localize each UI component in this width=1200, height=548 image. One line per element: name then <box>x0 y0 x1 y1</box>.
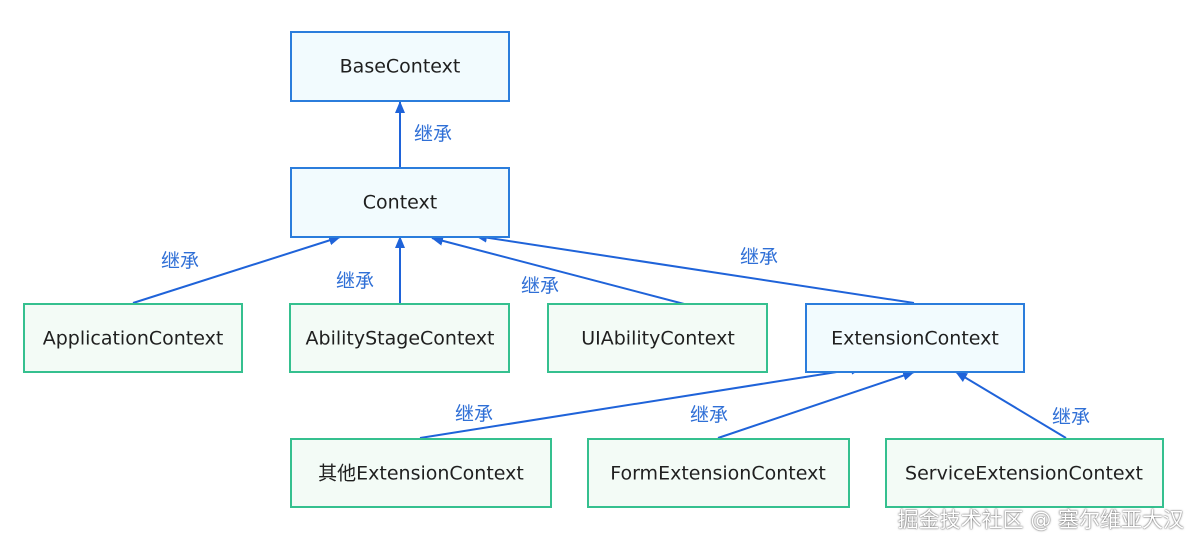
edge-uiability-to-context <box>431 235 689 306</box>
edge-label-service-extension: 继承 <box>1052 406 1090 428</box>
edge-label-extension-context: 继承 <box>740 246 778 268</box>
edge-label-uiability-context: 继承 <box>521 275 559 297</box>
edge-label-other-extension: 继承 <box>455 403 493 425</box>
node-serviceextensioncontext-label: ServiceExtensionContext <box>905 463 1143 485</box>
node-context-label: Context <box>363 192 437 214</box>
edge-service-to-extension <box>955 371 1067 439</box>
node-formextensioncontext-label: FormExtensionContext <box>610 463 826 485</box>
edge-label-form-extension: 继承 <box>690 404 728 426</box>
edge-extension-to-context <box>475 232 915 304</box>
node-otherextensioncontext-box <box>290 438 552 508</box>
edge-label-abilitystage-context: 继承 <box>336 270 374 292</box>
edge-label-context-base: 继承 <box>414 123 452 145</box>
node-formextensioncontext: FormExtensionContext <box>587 438 850 508</box>
node-applicationcontext-box <box>23 303 243 373</box>
node-applicationcontext-label: ApplicationContext <box>43 328 224 350</box>
edge-label-application-context: 继承 <box>161 250 199 272</box>
edge-labels: 继承 继承 继承 继承 继承 继承 继承 继承 <box>161 123 1090 428</box>
node-serviceextensioncontext-box <box>885 438 1164 508</box>
node-formextensioncontext-box <box>587 438 850 508</box>
node-uiabilitycontext: UIAbilityContext <box>547 303 768 373</box>
node-basecontext-label: BaseContext <box>340 56 461 78</box>
node-applicationcontext: ApplicationContext <box>23 303 243 373</box>
node-context-box <box>290 167 510 238</box>
node-uiabilitycontext-box <box>547 303 768 373</box>
edge-other-to-extension <box>419 364 863 439</box>
node-extensioncontext-box <box>805 303 1025 373</box>
node-abilitystagecontext-box <box>289 303 510 373</box>
node-serviceextensioncontext: ServiceExtensionContext <box>885 438 1164 508</box>
node-basecontext-box <box>290 31 510 102</box>
node-abilitystagecontext: AbilityStageContext <box>289 303 510 373</box>
edge-application-to-context <box>132 235 341 304</box>
node-abilitystagecontext-label: AbilityStageContext <box>306 328 495 350</box>
node-uiabilitycontext-label: UIAbilityContext <box>581 328 735 350</box>
edges <box>132 101 1067 439</box>
node-extensioncontext: ExtensionContext <box>805 303 1025 373</box>
node-extensioncontext-label: ExtensionContext <box>831 328 999 350</box>
node-otherextensioncontext-label: 其他ExtensionContext <box>318 463 524 485</box>
node-context: Context <box>290 167 510 238</box>
watermark-text: 掘金技术社区 @ 塞尔维亚大汉 <box>897 508 1184 532</box>
node-otherextensioncontext: 其他ExtensionContext <box>290 438 552 508</box>
node-basecontext: BaseContext <box>290 31 510 102</box>
edge-form-to-extension <box>717 370 915 439</box>
